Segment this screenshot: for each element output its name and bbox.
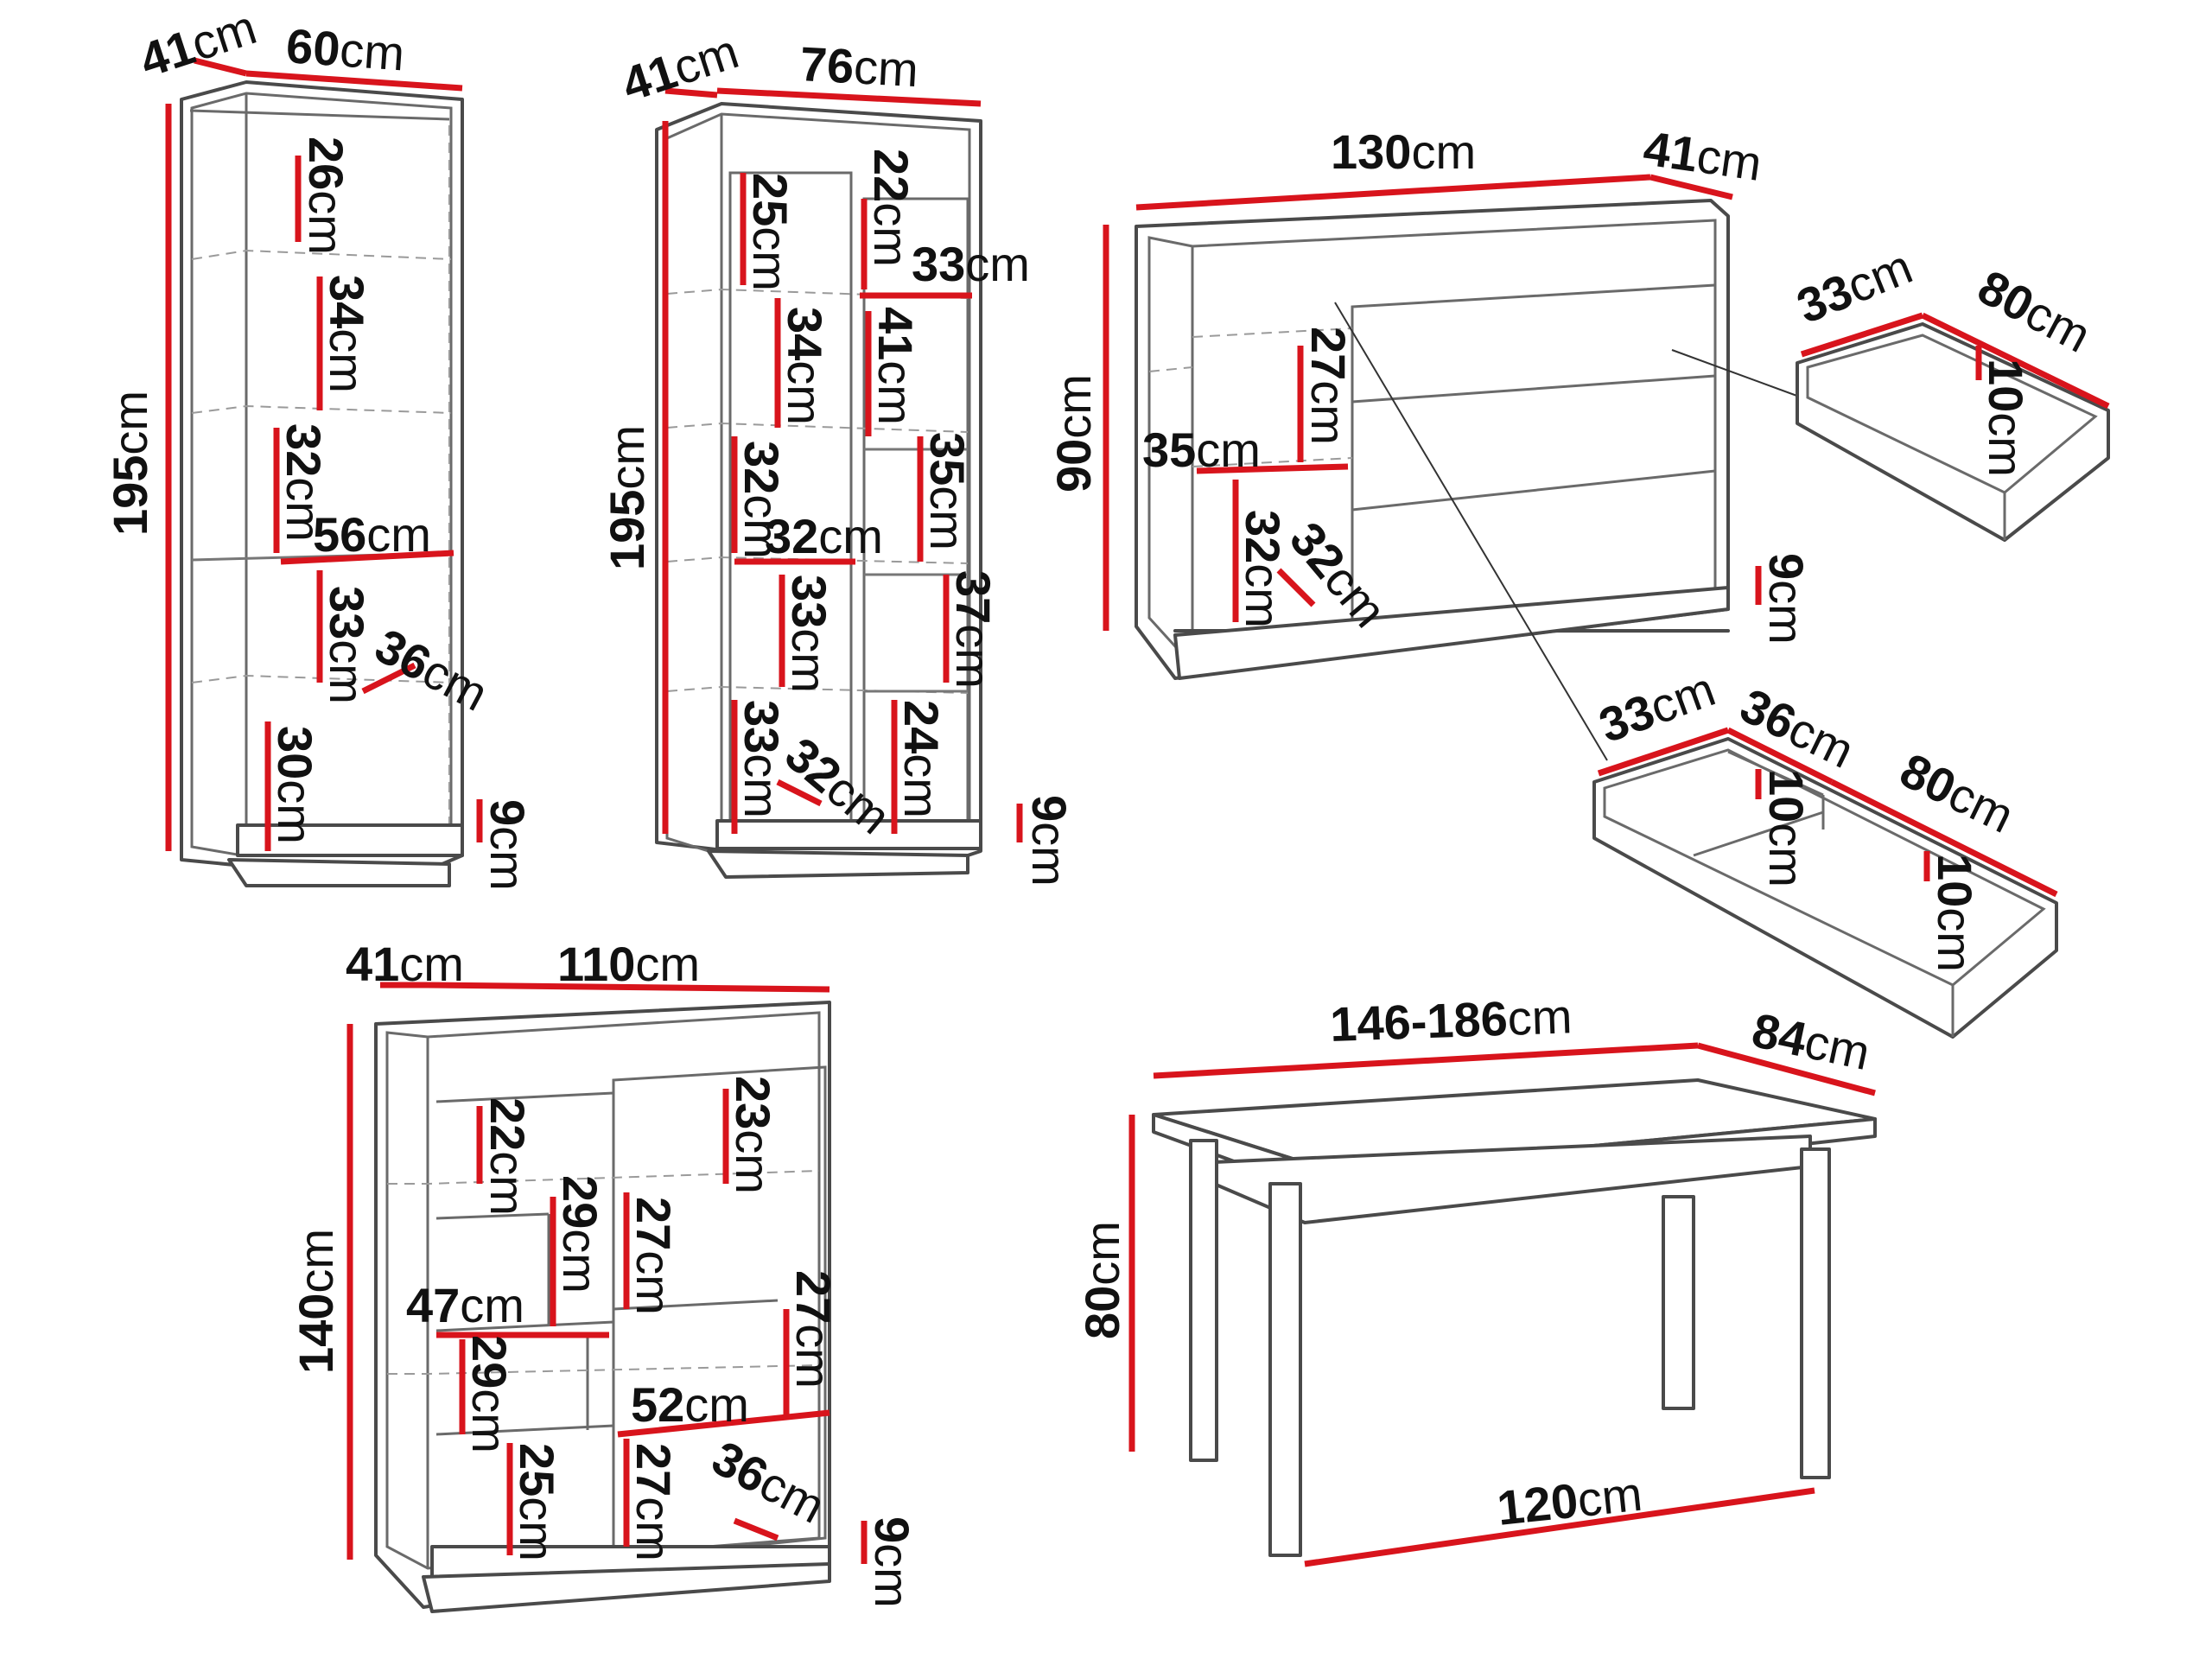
svg-text:22cm: 22cm <box>480 1097 535 1216</box>
svg-text:41cm: 41cm <box>868 307 923 425</box>
label-plinth: 9cm <box>1022 795 1077 887</box>
table: 146-186cm 84cm 80cm 120cm <box>1075 988 1877 1567</box>
label-shelf-2: 34cm <box>320 275 374 393</box>
label-height: 195cm <box>103 391 157 536</box>
label-height: 140cm <box>289 1229 343 1374</box>
svg-text:27cm: 27cm <box>626 1197 681 1315</box>
label-plinth: 9cm <box>480 799 535 891</box>
cabinet-narrow: 41cm 60cm 195cm 26cm 34cm 32cm 56cm 33cm… <box>103 0 535 891</box>
label-height: 90cm <box>1046 374 1101 493</box>
drawer-double: 33cm 36cm 80cm 10cm 10cm <box>1592 661 2058 1039</box>
label-left-width: 47cm <box>406 1278 524 1332</box>
label-width: 110cm <box>557 937 700 991</box>
label-right-width: 52cm <box>631 1377 749 1432</box>
label-height-left: 10cm <box>1759 769 1814 887</box>
cabinet-wide: 41cm 76cm 195cm 25cm 34cm 32cm 32cm 33cm… <box>600 23 1077 887</box>
label-inner-width: 35cm <box>1142 423 1261 477</box>
label-height: 80cm <box>1075 1221 1129 1339</box>
label-shelf-1: 26cm <box>299 137 353 255</box>
label-leg-span: 120cm <box>1495 1466 1645 1535</box>
label-height: 10cm <box>1979 359 2033 477</box>
svg-text:27cm: 27cm <box>786 1270 841 1389</box>
label-height: 195cm <box>600 425 654 570</box>
label-shelf-4: 33cm <box>320 586 374 704</box>
label-depth: 41cm <box>1640 120 1764 190</box>
label-length: 146-186cm <box>1329 988 1573 1052</box>
dim-width-line <box>245 70 463 92</box>
svg-text:37cm: 37cm <box>946 570 1001 689</box>
label-width: 60cm <box>284 18 406 80</box>
label-right-width: 33cm <box>912 237 1030 291</box>
highboard: 41cm 110cm 140cm 22cm 29cm 47cm 29cm 25c… <box>289 937 919 1613</box>
svg-text:34cm: 34cm <box>778 307 832 425</box>
svg-text:29cm: 29cm <box>553 1175 607 1294</box>
label-shelf-width: 56cm <box>313 507 431 562</box>
svg-text:22cm: 22cm <box>864 149 918 267</box>
sideboard: 130cm 41cm 90cm 35cm 27cm 32cm 32cm 9cm <box>1046 120 1814 761</box>
label-depth: 33cm <box>1789 238 1920 334</box>
svg-text:35cm: 35cm <box>920 432 975 550</box>
svg-text:33cm: 33cm <box>734 700 789 818</box>
svg-text:29cm: 29cm <box>462 1335 517 1453</box>
svg-text:25cm: 25cm <box>510 1443 564 1561</box>
svg-text:32cm: 32cm <box>734 441 789 559</box>
label-plinth: 9cm <box>865 1516 919 1608</box>
label-shelf-5: 30cm <box>268 726 322 844</box>
label-inner-height: 27cm <box>1301 327 1356 445</box>
label-shelf-3: 32cm <box>276 423 331 542</box>
label-depth: 41cm <box>615 23 745 111</box>
label-width: 80cm <box>1892 742 2023 843</box>
dim-depth-line <box>194 57 247 77</box>
svg-text:25cm: 25cm <box>743 173 798 291</box>
label-width: 130cm <box>1331 124 1476 179</box>
label-width: 84cm <box>1748 1002 1875 1080</box>
drawer-small: 33cm 80cm 10cm <box>1789 238 2110 542</box>
svg-text:33cm: 33cm <box>782 575 836 693</box>
svg-text:23cm: 23cm <box>726 1076 780 1194</box>
label-lower-height: 32cm <box>1236 510 1290 628</box>
label-plinth: 9cm <box>1759 553 1814 645</box>
label-width: 76cm <box>798 36 919 97</box>
label-left-width: 32cm <box>765 509 883 563</box>
label-depth: 41cm <box>346 937 464 991</box>
label-height-right: 10cm <box>1928 854 1982 972</box>
svg-text:27cm: 27cm <box>626 1443 681 1561</box>
svg-text:24cm: 24cm <box>894 700 949 818</box>
